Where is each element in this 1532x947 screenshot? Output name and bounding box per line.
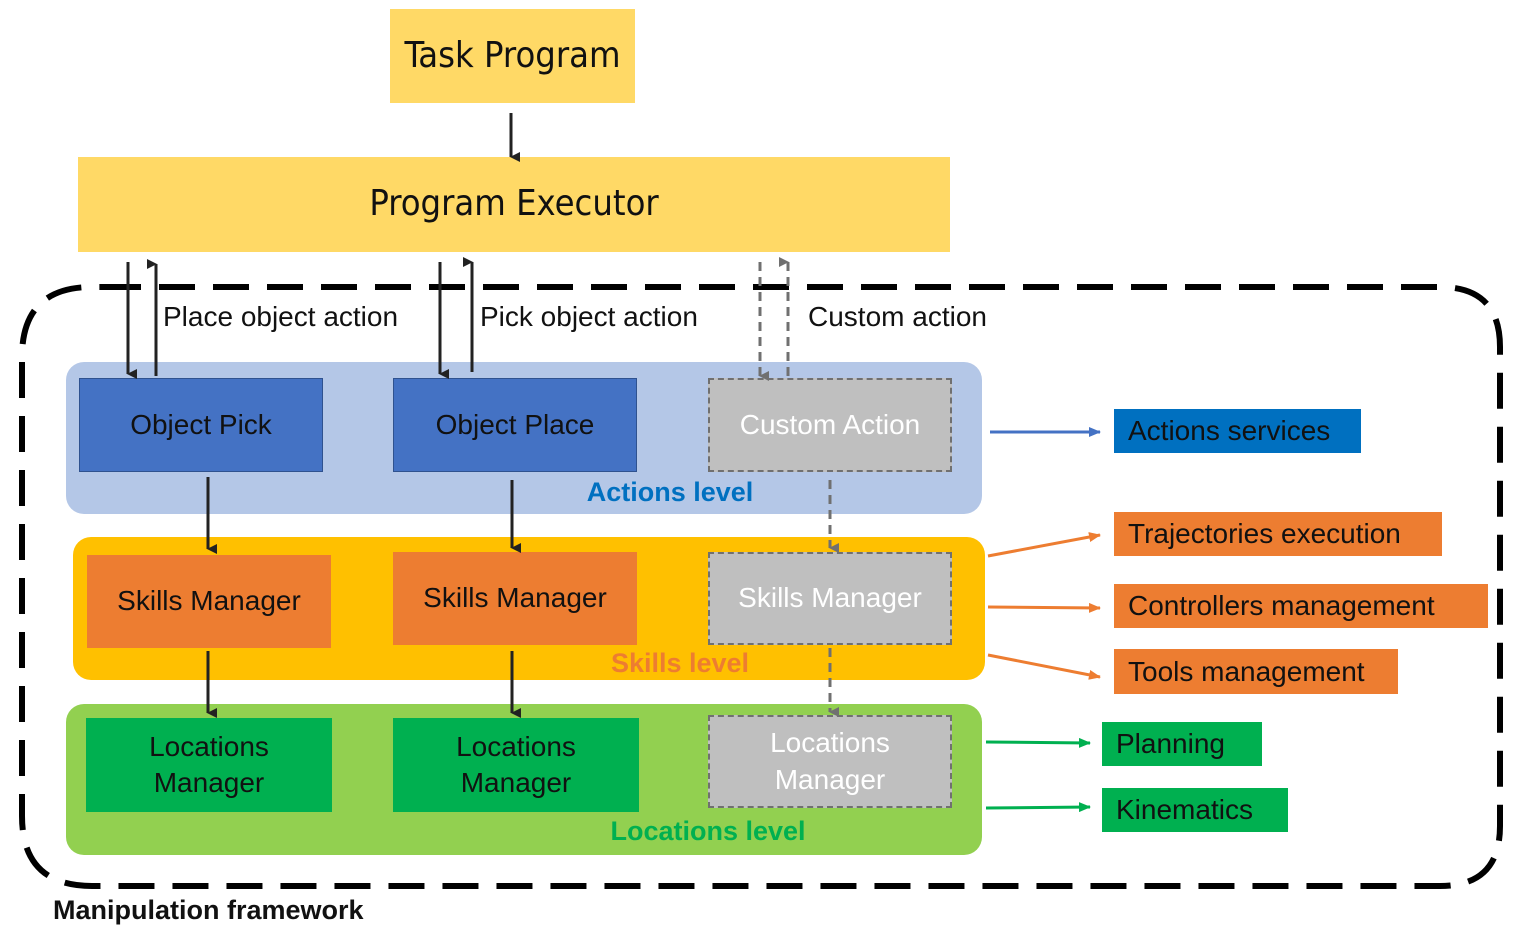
locations-manager-box-3: Locations Manager: [708, 715, 952, 808]
controllers-management-box: Controllers management: [1114, 584, 1488, 628]
locations-manager-label-1: Locations Manager: [149, 730, 269, 798]
skills-manager-label-2: Skills Manager: [423, 582, 607, 614]
locations-manager-box-2: Locations Manager: [393, 718, 639, 812]
object-place-label: Object Place: [435, 408, 595, 440]
custom-action-label: Custom action: [808, 301, 987, 332]
locations-manager-label-2: Locations Manager: [456, 730, 576, 798]
skills-manager-box-3: Skills Manager: [708, 552, 952, 645]
skills-manager-label-3: Skills Manager: [738, 582, 922, 614]
object-place-box: Object Place: [393, 378, 637, 472]
framework-caption: Manipulation framework: [53, 895, 364, 925]
planning-label: Planning: [1116, 728, 1225, 759]
actions-level-label: Actions level: [586, 477, 754, 507]
custom-action-box-label: Custom Action: [739, 408, 921, 440]
task-program-box: Task Program: [390, 9, 635, 103]
skills-manager-label-1: Skills Manager: [117, 585, 301, 617]
place-object-action-label: Place object action: [163, 301, 399, 332]
program-executor-label: Program Executor: [369, 183, 659, 225]
tools-management-box: Tools management: [1114, 649, 1398, 694]
tools-management-label: Tools management: [1128, 655, 1365, 687]
controllers-management-label: Controllers management: [1128, 590, 1435, 621]
skills-level-label: Skills level: [610, 648, 750, 678]
kinematics-box: Kinematics: [1102, 788, 1288, 832]
task-program-label: Task Program: [404, 34, 621, 76]
object-pick-label: Object Pick: [130, 408, 272, 440]
actions-services-label: Actions services: [1128, 415, 1331, 446]
program-executor-box: Program Executor: [78, 157, 950, 252]
locations-manager-label-3: Locations Manager: [770, 727, 890, 795]
locations-manager-box-1: Locations Manager: [86, 718, 332, 812]
object-pick-box: Object Pick: [79, 378, 323, 472]
actions-services-box: Actions services: [1114, 409, 1361, 453]
pick-object-action-label: Pick object action: [480, 301, 698, 332]
trajectories-execution-box: Trajectories execution: [1114, 512, 1442, 556]
kinematics-label: Kinematics: [1116, 794, 1253, 825]
skills-manager-box-1: Skills Manager: [87, 555, 331, 648]
framework-boundary: [19, 284, 1503, 889]
custom-action-box: Custom Action: [708, 378, 952, 472]
trajectories-execution-label: Trajectories execution: [1128, 518, 1401, 549]
locations-level-label: Locations level: [610, 816, 806, 846]
skills-manager-box-2: Skills Manager: [393, 552, 637, 645]
planning-box: Planning: [1102, 722, 1262, 766]
